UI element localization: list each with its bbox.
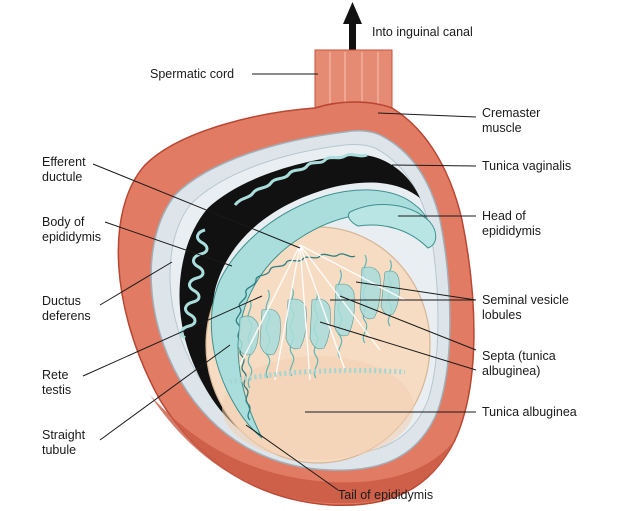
label-body-of-epididymis: Body of epididymis: [42, 215, 101, 244]
label-tail-of-epididymis: Tail of epididymis: [338, 488, 433, 502]
label-rete-testis: Rete testis: [42, 368, 72, 397]
label-straight-tubule: Straight tubule: [42, 428, 89, 457]
label-head-of-epididymis: Head of epididymis: [482, 209, 541, 238]
up-arrow-icon: [343, 2, 362, 50]
label-ductus-deferens: Ductus deferens: [42, 294, 91, 323]
cavity-shape: [179, 154, 420, 438]
labels: Into inguinal canal Spermatic cord Crema…: [42, 25, 577, 502]
label-efferent-ductule: Efferent ductule: [42, 155, 89, 184]
label-spermatic-cord: Spermatic cord: [150, 67, 234, 81]
label-tunica-albuginea: Tunica albuginea: [482, 405, 577, 419]
label-tunica-vaginalis: Tunica vaginalis: [482, 159, 571, 173]
leader-lines: [82, 73, 477, 491]
ductus-deferens-coil: [180, 228, 209, 340]
label-seminal-vesicle-lobules: Seminal vesicle lobules: [482, 293, 572, 322]
label-septa: Septa (tunica albuginea): [482, 349, 559, 378]
illustration: [117, 2, 475, 507]
label-into-inguinal-canal: Into inguinal canal: [372, 25, 473, 39]
label-cremaster-muscle: Cremaster muscle: [482, 106, 544, 135]
